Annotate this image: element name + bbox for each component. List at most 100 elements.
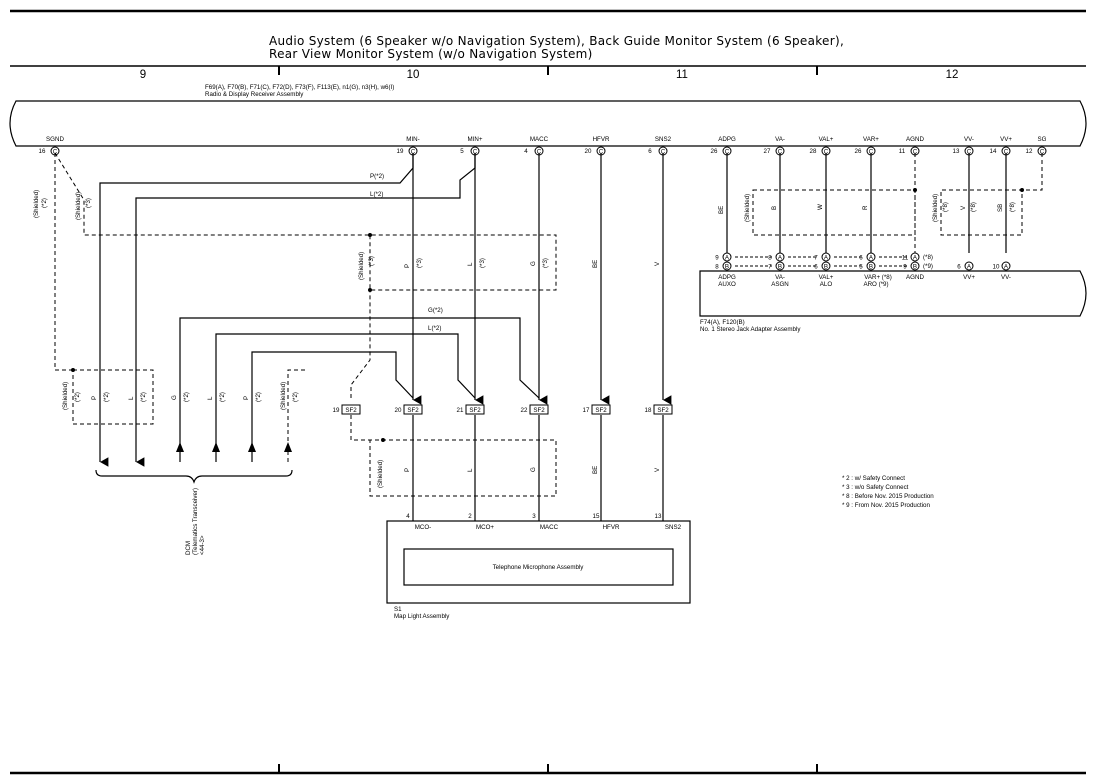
- wire-label-n3: (*3): [542, 258, 549, 268]
- wire-label-g2: G(*2): [428, 307, 443, 314]
- radio-receiver-assembly: [9, 100, 1087, 147]
- wire-color-v: V: [960, 205, 967, 210]
- wire-label-n8: (*8): [1009, 202, 1016, 212]
- wire-label-n2: (*2): [74, 392, 81, 402]
- wire-label-n3: (*3): [416, 258, 423, 268]
- radio-terminal-connector: C: [869, 148, 874, 155]
- map-light-terminal-label: MCO+: [476, 524, 494, 531]
- wire-color-g: G: [530, 467, 537, 472]
- radio-terminal-connector: C: [725, 148, 730, 155]
- map-light-terminal-label: MACC: [540, 524, 559, 531]
- stereo-pin: [964, 261, 974, 271]
- stereo-pin-number: 7: [814, 254, 818, 261]
- footnote: * 2 : w/ Safety Connect: [842, 475, 905, 482]
- stereo-terminal-label: VA-: [775, 274, 785, 281]
- splice-number: 19: [333, 407, 340, 414]
- wire-label-shielded: (Shielded): [744, 194, 751, 222]
- splice-number: 17: [583, 407, 590, 414]
- section-number: 12: [946, 69, 959, 81]
- dcm-label-full: (Telematics Transceiver): [192, 488, 199, 555]
- stereo-pin: [775, 252, 785, 262]
- stereo-pin-connector: A: [913, 254, 918, 261]
- radio-terminal-connector: C: [537, 148, 542, 155]
- dcm-label: DCM: [185, 541, 192, 555]
- stereo-terminal-label: VAL+: [819, 274, 834, 281]
- stereo-terminal-label-alt: AUXO: [718, 281, 736, 288]
- dcm-page-ref: <44-3>: [199, 535, 206, 555]
- wire-label-n3: (*3): [479, 258, 486, 268]
- splice-box: [465, 404, 485, 415]
- map-light-terminal-label: MCO-: [415, 524, 432, 531]
- wire-label-n2: (*2): [255, 392, 262, 402]
- radio-terminal-label: ADPG: [718, 136, 736, 143]
- radio-terminal-label: SGND: [46, 136, 64, 143]
- radio-terminal-label: HFVR: [593, 136, 610, 143]
- wire-color-b: B: [771, 206, 778, 210]
- radio-terminal-number: 16: [39, 148, 46, 155]
- map-light-terminal-number: 15: [593, 513, 600, 520]
- splice-id: SF2: [345, 407, 357, 414]
- wire-color-l: L: [467, 262, 474, 266]
- stereo-pin: [775, 261, 785, 271]
- radio-terminal-number: 5: [460, 148, 464, 155]
- stereo-terminal-label: ADPG: [718, 274, 736, 281]
- wire-label-n9: (*9): [923, 263, 933, 270]
- map-light-name: Map Light Assembly: [394, 613, 450, 620]
- wire-color-l: L: [128, 396, 135, 400]
- wire-color-be: BE: [592, 260, 599, 268]
- telephone-microphone-label: Telephone Microphone Assembly: [493, 564, 585, 571]
- section-number: 10: [407, 69, 420, 81]
- footnote: * 8 : Before Nov. 2015 Production: [842, 493, 934, 500]
- stereo-pin: [821, 252, 831, 262]
- map-light-terminal-number: 3: [532, 513, 536, 520]
- splice-id: SF2: [469, 407, 481, 414]
- stereo-pin: [1001, 261, 1011, 271]
- wire-label-shielded: (Shielded): [280, 382, 287, 410]
- radio-terminal-label: SNS2: [655, 136, 672, 143]
- wire-label-shielded: (Shielded): [377, 460, 384, 488]
- splice-number: 20: [395, 407, 402, 414]
- wire-color-w: W: [817, 204, 824, 210]
- wire-label-l2: L(*2): [370, 191, 383, 198]
- wire-label-shielded: (Shielded): [932, 194, 939, 222]
- wire-color-be: BE: [718, 206, 725, 214]
- map-light-terminal-label: SNS2: [665, 524, 682, 531]
- section-number: 11: [676, 69, 688, 81]
- wire-label-n8: (*8): [923, 254, 933, 261]
- splice-box: [529, 404, 549, 415]
- stereo-pin-connector: B: [778, 263, 782, 270]
- radio-terminal-number: 28: [810, 148, 817, 155]
- radio-terminal-label: VV-: [964, 136, 974, 143]
- map-light-terminal-label: HFVR: [603, 524, 620, 531]
- footnote: * 9 : From Nov. 2015 Production: [842, 502, 930, 509]
- stereo-terminal-label: AGND: [906, 274, 924, 281]
- radio-terminal-number: 13: [953, 148, 960, 155]
- map-light-id: S1: [394, 606, 402, 613]
- footnote: * 3 : w/o Safety Connect: [842, 484, 909, 491]
- stereo-terminal-label: VV+: [963, 274, 975, 281]
- wire-color-p: P: [91, 396, 98, 400]
- stereo-pin-number: 6: [814, 263, 818, 270]
- stereo-terminal-label-alt: ARO (*9): [863, 281, 888, 288]
- radio-terminal-label: VV+: [1000, 136, 1012, 143]
- splice-box: [653, 404, 673, 415]
- wire-color-g: G: [530, 261, 537, 266]
- wire-label-n2: (*2): [140, 392, 147, 402]
- wire-label-n8: (*8): [942, 202, 949, 212]
- radio-terminal-label: MIN-: [406, 136, 419, 143]
- splice-id: SF2: [657, 407, 669, 414]
- stereo-pin-number: 5: [859, 263, 863, 270]
- radio-connector-list: F69(A), F70(B), F71(C), F72(D), F73(F), …: [205, 84, 394, 91]
- wire-label-shielded: (Shielded): [33, 190, 40, 218]
- stereo-pin: [722, 252, 732, 262]
- stereo-pin-number: 9: [903, 263, 907, 270]
- stereo-jack-adapter-assembly: [699, 270, 1087, 317]
- radio-terminal-label: VA-: [775, 136, 785, 143]
- wire-label-n2: (*2): [41, 198, 48, 208]
- radio-terminal-connector: C: [661, 148, 666, 155]
- radio-terminal-label: SG: [1038, 136, 1047, 143]
- wire-label-shielded: (Shielded): [62, 382, 69, 410]
- section-number: 9: [140, 69, 146, 81]
- radio-terminal-number: 26: [711, 148, 718, 155]
- radio-terminal-number: 27: [764, 148, 771, 155]
